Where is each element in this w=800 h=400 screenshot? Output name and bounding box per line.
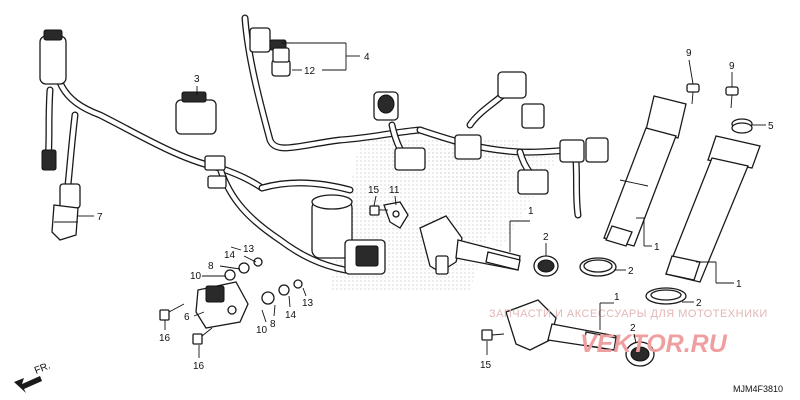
callout-4: 4 [364,52,370,63]
callout-6: 6 [184,312,190,323]
spring-part-5 [731,118,753,134]
callout-2-center: 2 [543,232,549,243]
callout-1-lower: 1 [614,292,620,303]
callout-3: 3 [194,74,200,85]
watermark-line1: ЗАПЧАСТИ И АКСЕССУАРЫ ДЛЯ МОТОТЕХНИКИ [489,308,768,320]
callout-14-left: 14 [224,250,236,261]
callout-14-right: 14 [285,310,297,321]
callout-1-center: 1 [528,206,534,217]
callout-15-lower: 15 [480,360,492,371]
callout-8-right: 8 [270,319,276,330]
ignition-coil-lower [505,299,617,351]
part-7-clip [51,204,79,241]
callout-8-left: 8 [208,261,214,272]
callout-11: 11 [389,185,400,196]
ignition-coil-center [419,215,521,275]
callout-labels: 3 4 12 7 13 14 8 10 6 10 8 14 13 16 16 1… [97,48,774,372]
washer-stack-right [261,279,303,305]
callout-leaders [78,42,766,358]
callout-16-upper: 16 [159,333,171,344]
ignition-coil-right-2 [665,135,761,283]
diagram-code: MJM4F3810 [733,384,783,394]
seal-ring-left [579,257,617,277]
part-15-bolt-top [369,205,388,216]
callout-15-upper: 15 [368,185,380,196]
callout-12: 12 [304,66,316,77]
callout-2-left: 2 [628,266,634,277]
callout-7: 7 [97,212,103,223]
bolt-16-upper [159,303,185,321]
fr-label: FR. [33,361,52,377]
callout-10-right: 10 [256,325,268,336]
bolt-15-lower [481,329,505,341]
bolt-9-left [686,83,700,105]
callout-2-lower: 2 [630,323,636,334]
callout-1-right-b: 1 [736,279,742,290]
callout-13-right: 13 [302,298,314,309]
front-direction-arrow: FR. [14,361,52,393]
callout-9-right: 9 [729,61,735,72]
bolt-9-right [725,86,739,109]
seal-ring-lower [625,341,655,367]
seal-ring-right [645,287,687,305]
washer-stack-left [224,257,263,281]
bolt-16-lower [192,327,213,345]
callout-16-lower: 16 [193,361,205,372]
callout-2-right: 2 [696,298,702,309]
callout-10-left: 10 [190,271,202,282]
callout-9-left: 9 [686,48,692,59]
seal-ring-center [533,255,559,277]
connector-part-4 [272,47,290,63]
watermark-line2: VEKTOR.RU [580,330,728,358]
sensor-part-6 [195,281,249,329]
callout-13-left: 13 [243,244,255,255]
harness-connectors [39,27,609,275]
callout-1-right-a: 1 [654,242,660,253]
ignition-coil-right-1 [603,95,687,247]
callout-5: 5 [768,121,774,132]
part-11-bracket [383,201,409,229]
